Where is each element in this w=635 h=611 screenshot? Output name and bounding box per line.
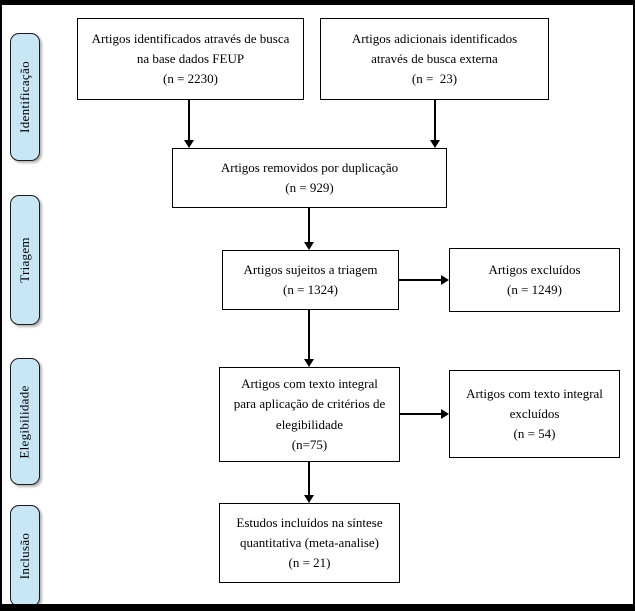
arrow-down-icon <box>304 242 314 250</box>
arrow-down-icon <box>304 359 314 367</box>
box-excluded: Artigos excluídos (n = 1249) <box>449 248 620 312</box>
arrow-fulltext-to-excluded <box>400 409 449 419</box>
arrow-fulltext-to-included <box>304 462 314 503</box>
arrow-line <box>400 413 441 415</box>
arrow-line <box>399 279 441 281</box>
arrow-right-icon <box>441 409 449 419</box>
arrow-line <box>308 310 310 359</box>
arrow-line <box>434 100 436 140</box>
arrow-line <box>188 100 190 140</box>
box-included-synthesis: Estudos incluídos na síntese quantitativ… <box>219 503 400 583</box>
box-identified-feup: Artigos identificados através de busca n… <box>77 18 304 100</box>
box-screened: Artigos sujeitos a triagem (n = 1324) <box>222 250 399 310</box>
box-duplicates-removed: Artigos removidos por duplicação (n = 92… <box>172 148 447 208</box>
arrow-feup-to-duplicates <box>184 100 194 148</box>
stage-identificacao: Identificação <box>10 33 40 161</box>
arrow-external-to-duplicates <box>430 100 440 148</box>
arrow-duplicates-to-screened <box>304 208 314 250</box>
arrow-right-icon <box>441 275 449 285</box>
arrow-down-icon <box>304 495 314 503</box>
box-fulltext-assessed: Artigos com texto integral para aplicaçã… <box>219 367 400 462</box>
arrow-screened-to-fulltext <box>304 310 314 367</box>
arrow-line <box>308 462 310 495</box>
arrow-down-icon <box>184 140 194 148</box>
stage-label: Identificação <box>17 61 32 133</box>
stage-triagem: Triagem <box>10 195 40 325</box>
arrow-screened-to-excluded <box>399 275 449 285</box>
stage-label: Triagem <box>17 237 32 283</box>
stage-elegibilidade: Elegibilidade <box>10 358 40 485</box>
arrow-down-icon <box>430 140 440 148</box>
box-identified-external: Artigos adicionais identificados através… <box>320 18 549 100</box>
stage-inclusao: Inclusão <box>10 505 40 604</box>
stage-label: Elegibilidade <box>17 384 32 459</box>
stage-label: Inclusão <box>17 532 33 580</box>
box-fulltext-excluded: Artigos com texto integral excluídos (n … <box>449 370 620 458</box>
arrow-line <box>308 208 310 242</box>
